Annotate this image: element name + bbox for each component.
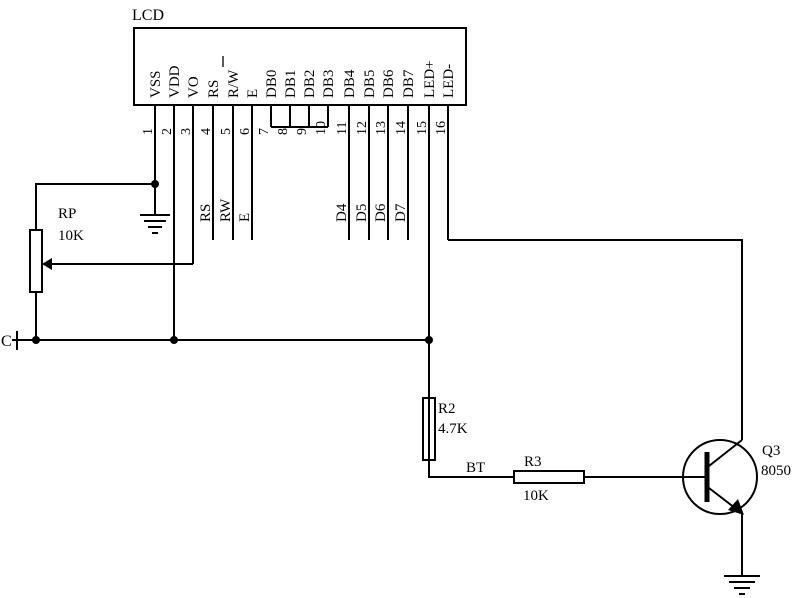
rp-wiper-arrow <box>42 258 52 270</box>
lcd-title: LCD <box>132 7 164 24</box>
lcd-pin-leads <box>154 105 449 460</box>
lcd-pin-number: 13 <box>374 121 389 135</box>
net-label: D4 <box>334 203 350 222</box>
junction-dots <box>32 180 433 344</box>
lcd-pin-number: 16 <box>434 121 449 135</box>
lcd-pin-label: DB7 <box>401 69 417 98</box>
lcd-pin-number: 12 <box>355 121 370 135</box>
rp-potentiometer <box>29 229 43 293</box>
lcd-pin-label: R/W <box>226 69 242 98</box>
net-label: D6 <box>373 203 389 222</box>
lcd-pin-label: DB1 <box>283 70 299 98</box>
r2-name: R2 <box>438 401 456 417</box>
bt-wire <box>428 460 514 478</box>
rp-name: RP <box>58 206 76 222</box>
net-label: D7 <box>393 203 409 222</box>
lcd-pin-label: DB2 <box>302 70 318 98</box>
net-label: RW <box>218 198 234 222</box>
q3-type: 8050 <box>761 463 791 479</box>
lcd-pin-label: DB4 <box>342 69 358 98</box>
lcd-pin-number: 3 <box>179 128 194 135</box>
c-label: C <box>1 333 12 350</box>
lcd-pin-label: DB3 <box>321 70 337 98</box>
lcd-pin-label: VO <box>186 76 202 98</box>
r2-value: 4.7K <box>438 421 468 437</box>
net-label: RS <box>198 204 214 222</box>
lcd-pin-label: DB0 <box>264 70 280 98</box>
lcd-pin-number: 11 <box>335 122 350 135</box>
lcd-pin-label: DB5 <box>362 70 378 98</box>
lcd-pin-label: VDD <box>167 65 183 98</box>
r3-name: R3 <box>524 454 542 470</box>
r3-resistor <box>513 470 585 484</box>
lcd-pin-number: 2 <box>160 128 175 135</box>
q3-name: Q3 <box>762 443 780 459</box>
lcd-pin-number: 14 <box>394 121 409 135</box>
r3-value: 10K <box>523 488 549 504</box>
lcd-pin-number: 7 <box>257 128 272 135</box>
lcd-pin-label: LED- <box>441 64 457 98</box>
lcd-pin-number: 15 <box>415 121 430 135</box>
rp-top-wire <box>35 183 155 230</box>
vss-ground-symbol <box>140 214 170 234</box>
lcd-pin-number: 6 <box>238 128 253 135</box>
lcd-pin-number: 5 <box>219 128 234 135</box>
lcd-pin-number: 9 <box>295 128 310 135</box>
net-label: E <box>237 213 253 222</box>
rp-value: 10K <box>58 228 84 244</box>
lcd-pin-label: E <box>245 89 261 98</box>
lcd-pin-label: LED+ <box>422 60 438 98</box>
lcd-pin-label: VSS <box>148 70 164 98</box>
lcd-pin-label: DB6 <box>381 69 397 98</box>
led-minus-wire <box>448 239 743 440</box>
q3-transistor <box>682 439 758 515</box>
lcd-pin-number: 1 <box>141 128 156 135</box>
lcd-pin-label: RS <box>206 80 222 98</box>
lcd-module <box>133 27 467 106</box>
bt-label: BT <box>466 460 485 476</box>
lcd-pin-number: 4 <box>199 128 214 135</box>
q3-ground-symbol <box>724 575 760 595</box>
lcd-pin-number: 8 <box>276 128 291 135</box>
net-label: D5 <box>354 204 370 222</box>
